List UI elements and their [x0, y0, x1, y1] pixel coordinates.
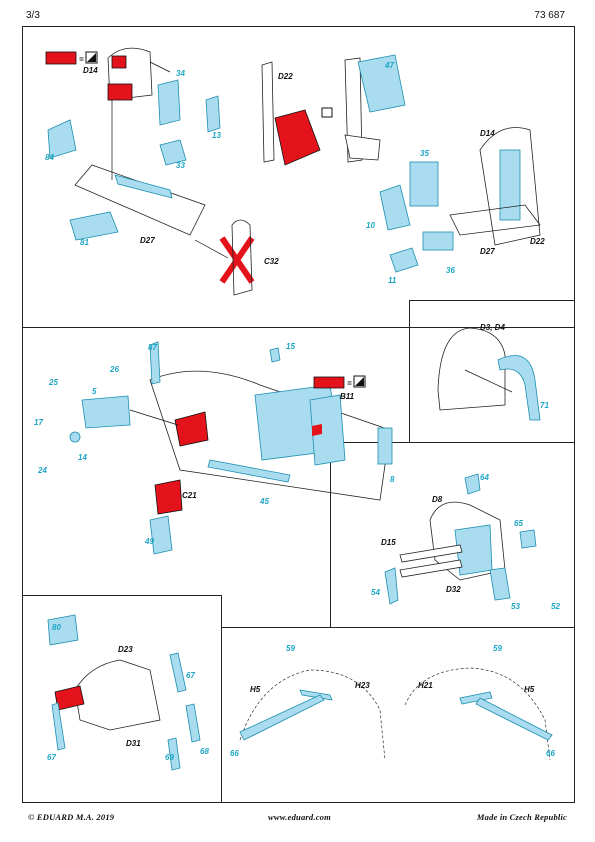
- divider-bottom-left: [22, 595, 221, 596]
- part-number-81: 81: [80, 238, 89, 247]
- svg-text:=: =: [347, 379, 352, 388]
- part-number-10: 10: [366, 221, 375, 230]
- part-label-D8: D8: [432, 495, 443, 504]
- part-number-53: 53: [511, 602, 520, 611]
- part-label-C32: C32: [264, 257, 279, 266]
- part-number-84: 84: [45, 153, 54, 162]
- part-number-36: 36: [446, 266, 455, 275]
- part-number-59-a: 59: [286, 644, 295, 653]
- part-number-59-b: 59: [493, 644, 502, 653]
- bottom-left-labels: D23 D31 80 67 67 69 68: [47, 623, 209, 762]
- part-number-52: 52: [551, 602, 560, 611]
- part-number-67-a: 67: [186, 671, 195, 680]
- divider-right-top: [409, 300, 575, 301]
- page-number: 3/3: [26, 10, 40, 21]
- part-number-34: 34: [176, 69, 185, 78]
- part-number-45: 45: [259, 497, 269, 506]
- part-label-D14-a: D14: [83, 66, 98, 75]
- divider-right-mid-vertical: [330, 442, 331, 627]
- divider-top: [22, 327, 575, 328]
- part-number-33: 33: [176, 161, 185, 170]
- middle-right-bottom-drawing: [384, 473, 537, 605]
- part-number-25: 25: [48, 378, 58, 387]
- part-label-D22-a: D22: [278, 72, 293, 81]
- part-number-66-a: 66: [230, 749, 239, 758]
- part-number-64: 64: [480, 473, 489, 482]
- bottom-left-drawing: [47, 614, 201, 771]
- part-label-B11: B11: [340, 392, 355, 401]
- part-number-71: 71: [540, 401, 549, 410]
- middle-right-top-labels: D3, D4 71: [480, 323, 549, 410]
- part-label-D23: D23: [118, 645, 133, 654]
- svg-text:=: =: [79, 55, 84, 64]
- divider-right-vertical: [409, 300, 410, 443]
- origin-text: Made in Czech Republic: [476, 812, 567, 822]
- part-label-D22-b: D22: [530, 237, 545, 246]
- divider-bottom-vertical: [221, 595, 222, 803]
- part-number-87: 87: [148, 343, 157, 352]
- part-number-13: 13: [212, 131, 221, 140]
- bottom-right-labels: H5 H23 H21 H5 59 66 59 66: [230, 644, 555, 758]
- part-label-D31: D31: [126, 739, 141, 748]
- top-panel-drawing: =: [45, 47, 541, 296]
- copyright-text: © EDUARD M.A. 2019: [28, 812, 115, 822]
- part-number-26: 26: [109, 365, 119, 374]
- color-swatch-icon: [45, 51, 77, 65]
- part-number-15: 15: [286, 342, 295, 351]
- part-label-D14-b: D14: [480, 129, 495, 138]
- part-number-80: 80: [52, 623, 61, 632]
- part-number-68: 68: [200, 747, 209, 756]
- part-number-35: 35: [420, 149, 429, 158]
- part-number-24: 24: [37, 466, 47, 475]
- part-number-17: 17: [34, 418, 43, 427]
- remove-x-icon: [219, 236, 255, 284]
- part-number-8: 8: [390, 475, 395, 484]
- divider-right-mid: [330, 442, 575, 443]
- part-number-11: 11: [388, 276, 397, 285]
- middle-panel-drawing: =: [69, 341, 393, 555]
- part-number-65: 65: [514, 519, 523, 528]
- part-label-H5-b: H5: [524, 685, 535, 694]
- bend-icon: [321, 107, 333, 118]
- part-number-47: 47: [384, 61, 394, 70]
- part-label-D27-b: D27: [480, 247, 495, 256]
- kit-number: 73 687: [534, 10, 565, 21]
- middle-right-bottom-labels: D8 D15 D32 64 65 54 53 52: [371, 473, 560, 611]
- middle-right-top-drawing: [437, 327, 541, 421]
- part-label-C21: C21: [182, 491, 197, 500]
- website-text: www.eduard.com: [268, 812, 331, 822]
- middle-panel-labels: 87 15 26 25 5 17 24 14 8 45 49 B11 C21: [34, 342, 395, 546]
- top-panel-labels: D14 D27 D22 C32 D14 D27 D22 84 81 34 13 …: [45, 61, 545, 285]
- bottom-right-drawing: [239, 667, 553, 761]
- part-number-67-b: 67: [47, 753, 56, 762]
- part-label-H23: H23: [355, 681, 370, 690]
- part-number-54: 54: [371, 588, 380, 597]
- part-label-H21: H21: [418, 681, 433, 690]
- divider-bottom-right: [221, 627, 575, 628]
- part-number-5: 5: [92, 387, 97, 396]
- part-number-14: 14: [78, 453, 87, 462]
- part-label-D27-a: D27: [140, 236, 155, 245]
- part-label-D32: D32: [446, 585, 461, 594]
- part-label-H5-a: H5: [250, 685, 261, 694]
- part-number-69: 69: [165, 753, 174, 762]
- part-number-49: 49: [144, 537, 154, 546]
- part-label-D15: D15: [381, 538, 396, 547]
- part-label-D3-D4: D3, D4: [480, 323, 505, 332]
- instruction-frame: [22, 26, 575, 803]
- part-number-66-b: 66: [546, 749, 555, 758]
